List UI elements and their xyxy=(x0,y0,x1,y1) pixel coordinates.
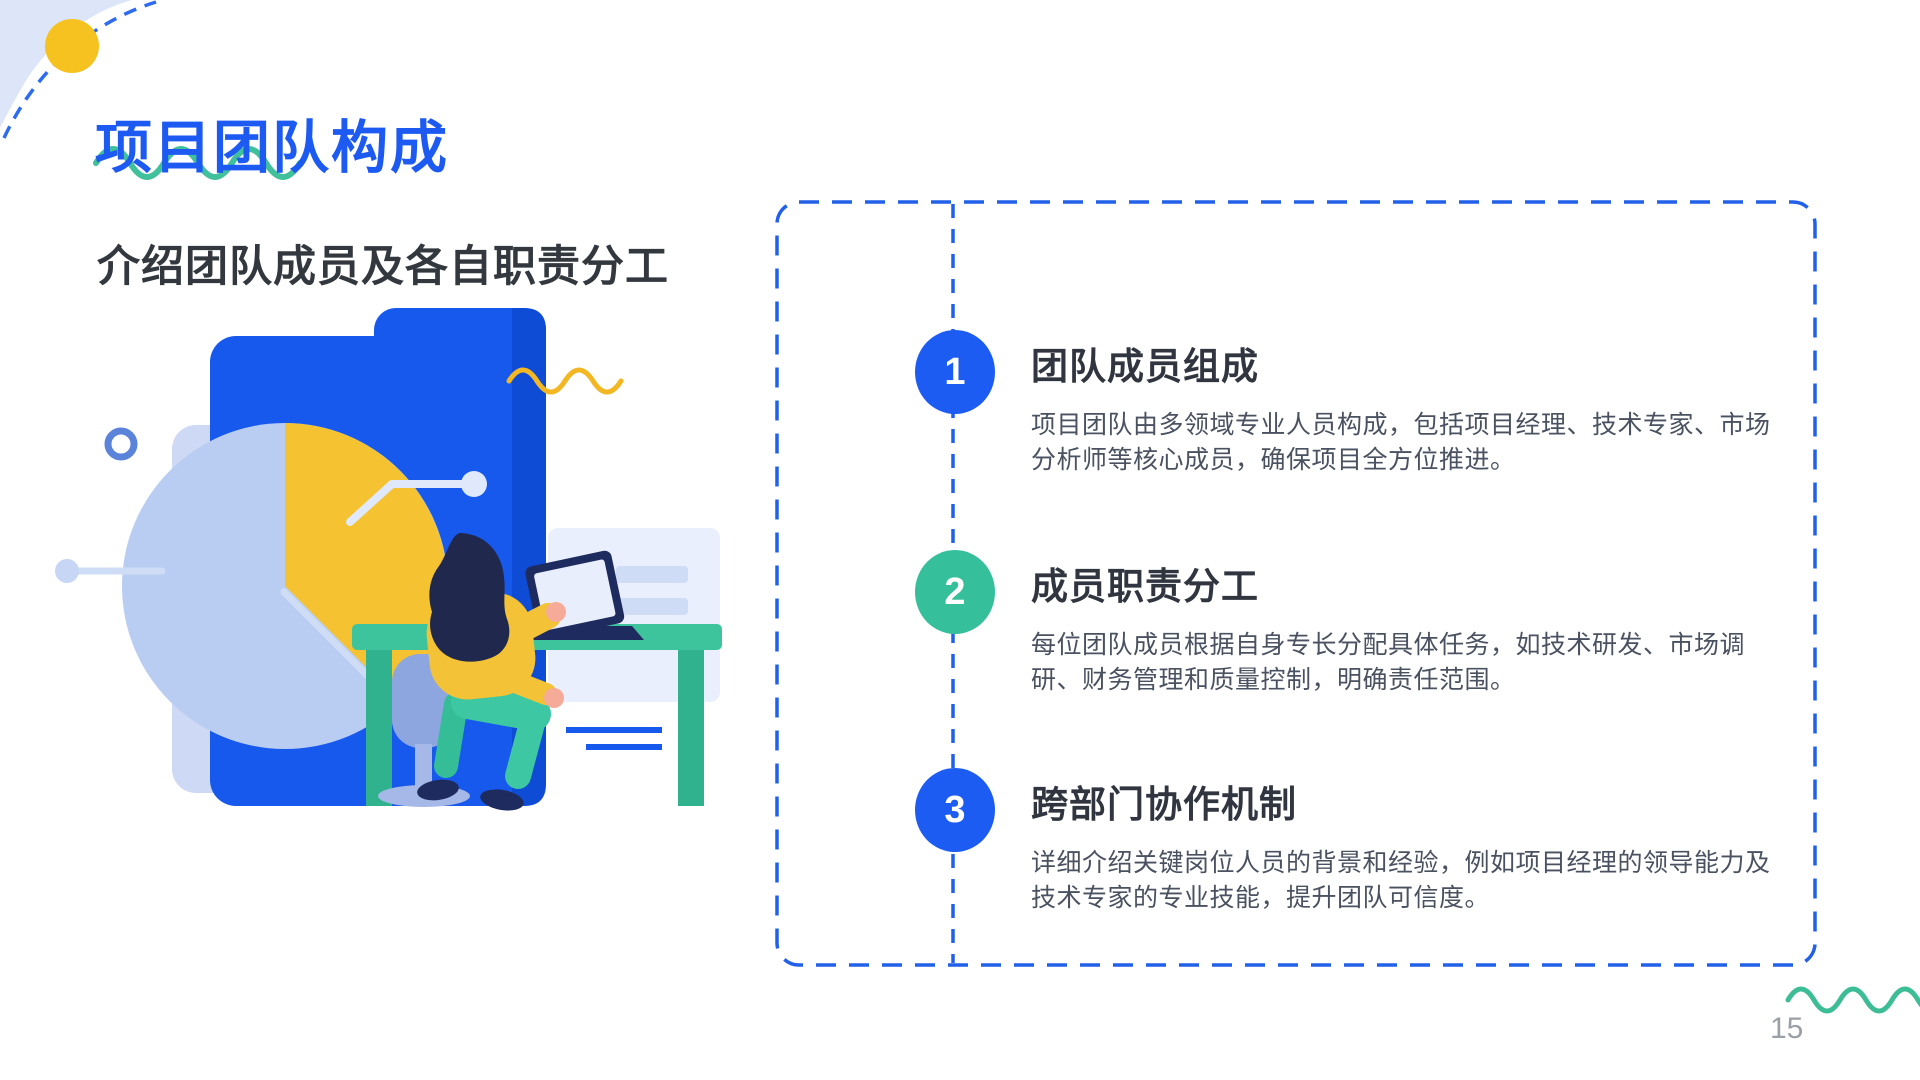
list-item-3: 3 跨部门协作机制 详细介绍关键岗位人员的背景和经验，例如项目经理的领导能力及技… xyxy=(915,768,1820,916)
item-heading-3: 跨部门协作机制 xyxy=(1031,784,1297,825)
left-connector-dot xyxy=(55,559,166,583)
page-number: 15 xyxy=(1770,1012,1804,1045)
number-badge-3: 3 xyxy=(915,768,995,852)
item-body-3: 详细介绍关键岗位人员的背景和经验，例如项目经理的领导能力及技术专家的专业技能，提… xyxy=(1031,849,1771,912)
green-wave xyxy=(1785,986,1920,1014)
person-at-desk-illustration xyxy=(55,308,722,811)
list-item-2: 2 成员职责分工 每位团队成员根据自身专长分配具体任务，如技术研发、市场调研、财… xyxy=(915,550,1820,698)
item-heading-1: 团队成员组成 xyxy=(1031,346,1259,387)
ring-icon xyxy=(104,427,138,461)
person-figure xyxy=(417,532,566,811)
item-heading-2: 成员职责分工 xyxy=(1031,566,1259,607)
number-badge-1: 1 xyxy=(915,330,995,414)
yellow-dot xyxy=(45,19,99,73)
page-title: 项目团队构成 xyxy=(95,116,449,181)
title-underline-wave xyxy=(93,146,303,180)
item-body-2: 每位团队成员根据自身专长分配具体任务，如技术研发、市场调研、财务管理和质量控制，… xyxy=(1031,631,1746,694)
dashed-arc xyxy=(2,0,157,139)
item-body-1: 项目团队由多领域专业人员构成，包括项目经理、技术专家、市场分析师等核心成员，确保… xyxy=(1031,411,1771,474)
list-item-1: 1 团队成员组成 项目团队由多领域专业人员构成，包括项目经理、技术专家、市场分析… xyxy=(915,330,1820,478)
page-subtitle: 介绍团队成员及各自职责分工 xyxy=(97,242,669,291)
corner-blob xyxy=(0,0,132,128)
yellow-squiggle xyxy=(506,367,624,395)
number-badge-2: 2 xyxy=(915,550,995,634)
desk-icon xyxy=(366,650,704,806)
